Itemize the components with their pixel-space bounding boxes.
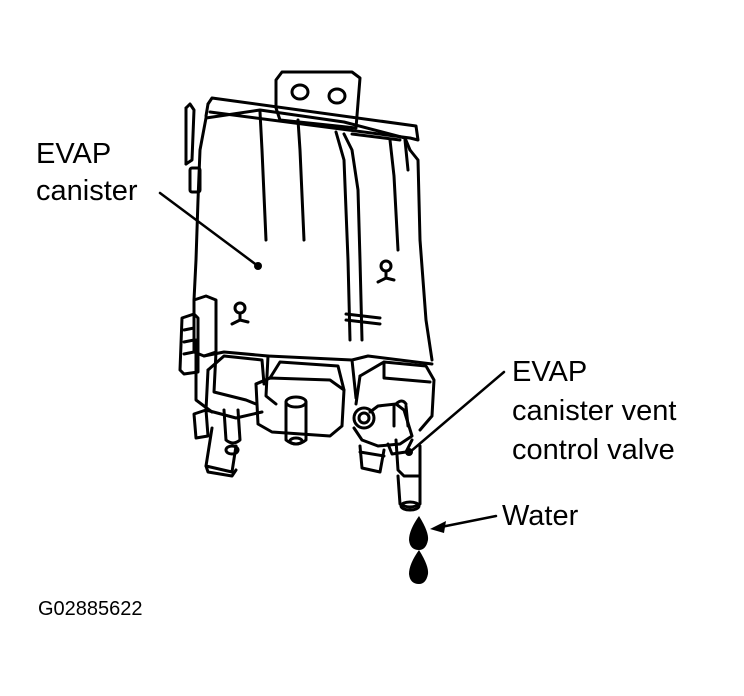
evap-canister-label-line2: canister <box>36 175 138 207</box>
canister-pointer-dot <box>254 262 262 270</box>
vent-valve-label-line1: EVAP <box>512 356 588 388</box>
vent-valve-label-line3: control valve <box>512 434 675 466</box>
valve-pointer-dot <box>405 448 413 456</box>
leader-lines <box>158 191 506 530</box>
water-drops <box>409 516 429 584</box>
mounting-bracket <box>274 70 362 130</box>
water-arrowhead <box>430 521 446 533</box>
canister-body <box>178 96 436 478</box>
vent-control-valve <box>352 399 422 512</box>
figure-code: G02885622 <box>38 598 143 620</box>
water-label: Water <box>502 500 579 532</box>
vent-valve-label-line2: canister vent <box>512 395 677 427</box>
evap-canister-label-line1: EVAP <box>36 138 112 170</box>
